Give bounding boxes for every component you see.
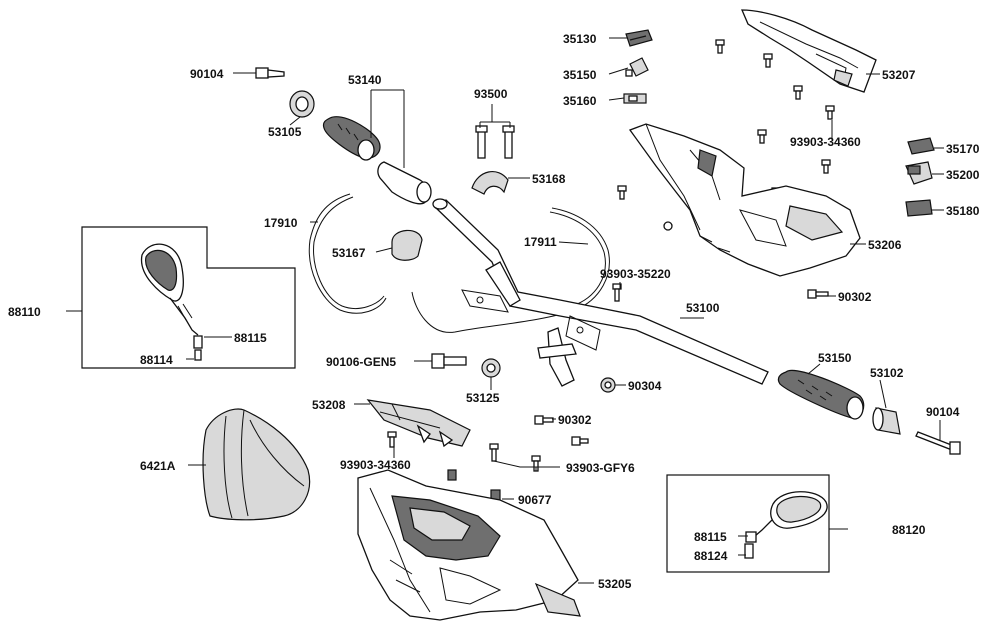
label-35130: 35130 bbox=[563, 32, 597, 46]
switch-35180 bbox=[905, 199, 933, 217]
throttle-grip-53140 bbox=[322, 116, 432, 205]
bar-end-53102 bbox=[872, 407, 901, 435]
label-53167: 53167 bbox=[332, 246, 366, 260]
label-90304: 90304 bbox=[628, 379, 662, 393]
label-53100: 53100 bbox=[686, 301, 720, 315]
bolt-90106 bbox=[431, 353, 467, 369]
label-53207: 53207 bbox=[882, 68, 916, 82]
bolt-93903-35220 bbox=[612, 283, 622, 302]
cover-53207 bbox=[741, 9, 877, 93]
label-53140: 53140 bbox=[348, 73, 382, 87]
clamp-53168 bbox=[471, 171, 509, 195]
label-90104-left: 90104 bbox=[190, 67, 224, 81]
label-93903-35220: 93903-35220 bbox=[600, 267, 671, 281]
mirror-box-88120 bbox=[666, 474, 830, 573]
switch-35130 bbox=[625, 29, 653, 47]
label-35180: 35180 bbox=[946, 204, 980, 218]
label-90104-right: 90104 bbox=[926, 405, 960, 419]
bolt-90302-lower bbox=[534, 415, 554, 425]
label-53208: 53208 bbox=[312, 398, 346, 412]
label-93903-34360-upper: 93903-34360 bbox=[790, 135, 861, 149]
label-88110: 88110 bbox=[8, 305, 41, 319]
label-35200: 35200 bbox=[946, 168, 980, 182]
cover-53208 bbox=[366, 399, 471, 448]
handlebar-53100 bbox=[432, 198, 769, 387]
switch-35170 bbox=[907, 137, 935, 155]
label-53150: 53150 bbox=[818, 351, 852, 365]
label-88124: 88124 bbox=[694, 549, 728, 563]
label-53105: 53105 bbox=[268, 125, 302, 139]
switch-35160 bbox=[623, 93, 647, 104]
bolt-90302-upper bbox=[807, 289, 829, 299]
mirror-box-88110 bbox=[81, 226, 296, 369]
label-90106-gen5: 90106-GEN5 bbox=[326, 355, 396, 369]
label-35150: 35150 bbox=[563, 68, 597, 82]
nut-90304 bbox=[600, 377, 616, 393]
left-mirror bbox=[140, 243, 203, 361]
leader-lines bbox=[66, 37, 944, 584]
label-90302-lower: 90302 bbox=[558, 413, 592, 427]
switch-35150 bbox=[625, 57, 649, 77]
label-6421a: 6421A bbox=[140, 459, 176, 473]
bar-end-53105 bbox=[289, 90, 315, 118]
grip-53150 bbox=[777, 369, 865, 420]
label-88120: 88120 bbox=[892, 523, 926, 537]
bolt-center-small bbox=[571, 436, 589, 446]
screws-93500 bbox=[475, 125, 515, 159]
label-17911: 17911 bbox=[524, 235, 557, 249]
bolt-90104-right bbox=[915, 431, 961, 455]
label-93903-34360-lower: 93903-34360 bbox=[340, 458, 411, 472]
label-90677: 90677 bbox=[518, 493, 552, 507]
screw-93903-34360-lower bbox=[387, 431, 397, 448]
cover-53205 bbox=[357, 469, 581, 621]
label-53206: 53206 bbox=[868, 238, 902, 252]
label-88115-left: 88115 bbox=[234, 331, 267, 345]
right-mirror bbox=[744, 491, 828, 559]
label-90302-upper: 90302 bbox=[838, 290, 872, 304]
cable-17910 bbox=[308, 193, 387, 314]
bolt-90104-left bbox=[255, 67, 285, 79]
label-53125: 53125 bbox=[466, 391, 500, 405]
windshield-6421A bbox=[202, 408, 311, 521]
label-88115-right: 88115 bbox=[694, 530, 727, 544]
label-88114: 88114 bbox=[140, 353, 173, 367]
label-93500: 93500 bbox=[474, 87, 508, 101]
clips-90677 bbox=[447, 469, 501, 503]
label-93903-gfy6: 93903-GFY6 bbox=[566, 461, 635, 475]
part-labels: 90104 53105 53140 93500 35130 35150 3516… bbox=[8, 32, 980, 591]
clamp-53167 bbox=[391, 229, 423, 261]
cover-53206 bbox=[628, 123, 861, 277]
label-53205: 53205 bbox=[598, 577, 632, 591]
label-35160: 35160 bbox=[563, 94, 597, 108]
switch-35200 bbox=[905, 161, 933, 185]
label-53168: 53168 bbox=[532, 172, 566, 186]
label-53102: 53102 bbox=[870, 366, 904, 380]
nut-53125 bbox=[481, 358, 501, 378]
label-35170: 35170 bbox=[946, 142, 980, 156]
label-17910: 17910 bbox=[264, 216, 298, 230]
